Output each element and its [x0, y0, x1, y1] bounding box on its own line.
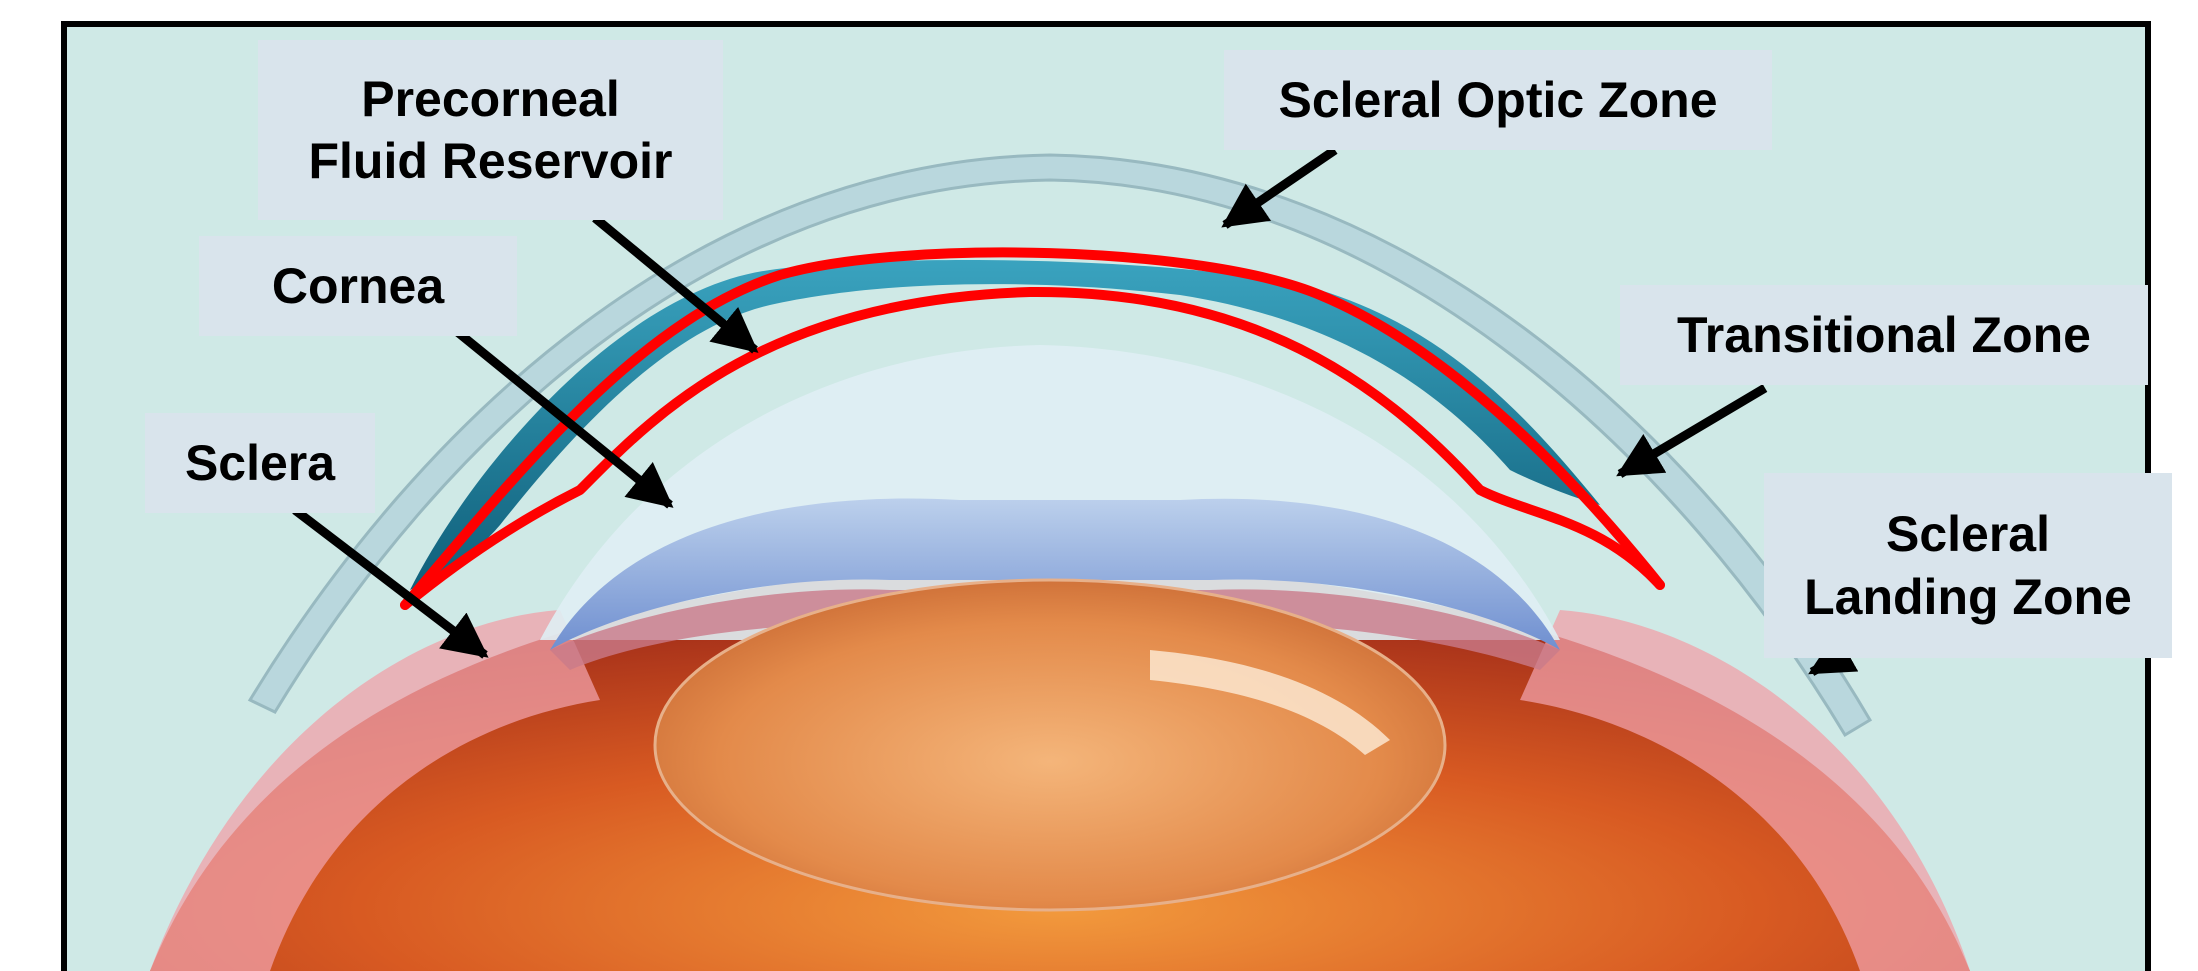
label-precorneal-line2: Fluid Reservoir [309, 130, 673, 193]
label-scleral-optic-zone-text: Scleral Optic Zone [1278, 69, 1717, 132]
label-precorneal-fluid-reservoir: Precorneal Fluid Reservoir [258, 40, 723, 220]
label-cornea: Cornea [199, 236, 517, 336]
label-sclera-text: Sclera [185, 432, 335, 495]
crystalline-lens [655, 580, 1445, 910]
label-sclera: Sclera [145, 413, 375, 513]
label-precorneal-line1: Precorneal [361, 68, 619, 131]
label-transitional-zone: Transitional Zone [1620, 285, 2148, 385]
label-cornea-text: Cornea [272, 255, 444, 318]
label-scleral-landing-zone: Scleral Landing Zone [1764, 473, 2172, 658]
label-scleral-landing-line1: Scleral [1886, 503, 2050, 566]
label-scleral-optic-zone: Scleral Optic Zone [1224, 50, 1772, 150]
label-transitional-zone-text: Transitional Zone [1677, 304, 2091, 367]
label-scleral-landing-line2: Landing Zone [1804, 566, 2132, 629]
